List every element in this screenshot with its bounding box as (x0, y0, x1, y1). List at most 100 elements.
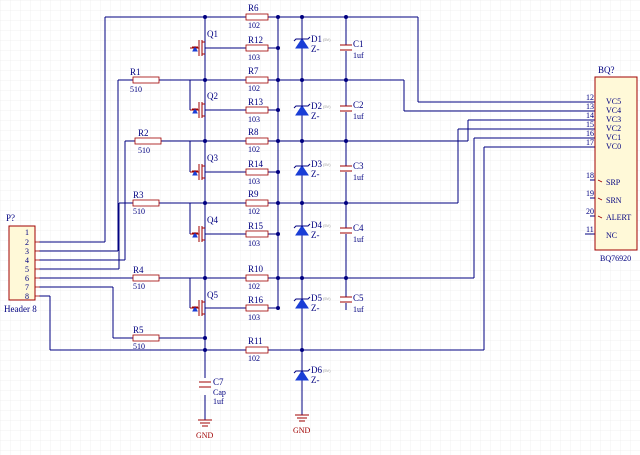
chip-pin-name: VC1 (606, 133, 621, 142)
capacitor-c5: C5 1uf (340, 293, 364, 314)
chip-pin-num: 14 (586, 111, 594, 120)
d5-ref: D5 (311, 293, 322, 303)
chip-pin-num: 18 (586, 171, 594, 180)
capacitor-c7: C7 Cap 1uf (199, 377, 226, 406)
header-pin: 4 (25, 256, 29, 265)
d5-value: Z- (311, 303, 320, 313)
chip-pin-name: VC2 (606, 124, 621, 133)
chip-pin-num: 15 (586, 120, 594, 129)
c4-ref: C4 (353, 223, 364, 233)
chip-pin-name: SRP (606, 178, 621, 187)
d2-ref: D2 (311, 101, 322, 111)
d2-value: Z- (311, 111, 320, 121)
d1-ref: D1 (311, 34, 322, 44)
header-designator: P? (6, 213, 15, 223)
d3-ref: D3 (311, 159, 322, 169)
d4-ref: D4 (311, 220, 322, 230)
chip-pin-name: ALERT (606, 213, 631, 222)
mosfet-q3: Q3 (190, 153, 218, 180)
d4-tag: (5V) (323, 223, 331, 228)
c3-value: 1uf (353, 173, 364, 182)
gnd-label-left: GND (196, 431, 214, 440)
capacitor-c4: C4 1uf (340, 223, 364, 244)
c3-ref: C3 (353, 161, 364, 171)
header-pin: 2 (25, 238, 29, 247)
chip-pin-num: 16 (586, 129, 594, 138)
junctions (203, 15, 348, 352)
r4-value: 510 (133, 282, 145, 291)
zener-diodes: D1 (5V) Z- D2 (5V) Z- D3 (5V) Z- D4 (5V)… (293, 34, 331, 385)
r8-ref: R8 (248, 127, 259, 137)
r14-ref: R14 (248, 159, 264, 169)
d6-ref: D6 (311, 365, 322, 375)
ground-symbol-left: GND (196, 419, 214, 440)
c7-ref: C7 (213, 377, 224, 387)
d3-value: Z- (311, 169, 320, 179)
r13-value: 103 (248, 115, 260, 124)
header-pin: 1 (25, 228, 29, 237)
q2-ref: Q2 (207, 91, 218, 101)
ground-symbol-right: GND (293, 414, 311, 435)
r10-value: 102 (248, 282, 260, 291)
r6-ref: R6 (248, 3, 259, 13)
c7-type: Cap (213, 388, 226, 397)
r8-value: 102 (248, 145, 260, 154)
r1-value: 510 (130, 85, 142, 94)
r9-ref: R9 (248, 189, 259, 199)
r12-value: 103 (248, 53, 260, 62)
r12-ref: R12 (248, 35, 263, 45)
q1-ref: Q1 (207, 29, 218, 39)
gnd-label-right: GND (293, 426, 311, 435)
header-pin: 3 (25, 247, 29, 256)
r6-value: 102 (248, 21, 260, 30)
r15-ref: R15 (248, 221, 264, 231)
r7-ref: R7 (248, 66, 259, 76)
chip-pin-num: 13 (586, 102, 594, 111)
chip-pin-name: SRN (606, 196, 622, 205)
d4-value: Z- (311, 230, 320, 240)
r10-ref: R10 (248, 264, 264, 274)
chip-pin-num: 19 (586, 189, 594, 198)
zener-d2: D2 (5V) Z- (293, 101, 331, 121)
header-pin: 5 (25, 265, 29, 274)
zener-d5: D5 (5V) Z- (293, 293, 331, 313)
r3-value: 510 (133, 207, 145, 216)
capacitor-c1: C1 1uf (340, 39, 364, 60)
chip-pin-num: 20 (586, 207, 594, 216)
d6-tag: (5V) (323, 368, 331, 373)
chip-pin-name: VC3 (606, 115, 621, 124)
chip-pin-num: 12 (586, 93, 594, 102)
r5-value: 510 (133, 342, 145, 351)
bq76920-chip: BQ? 12 VC5 13 VC4 14 VC3 15 VC2 16 VC1 1… (586, 65, 638, 263)
left-resistors: R1 510 R2 510 R3 510 R4 510 R5 510 (130, 67, 162, 351)
q3-ref: Q3 (207, 153, 218, 163)
r11-ref: R11 (248, 336, 263, 346)
c7-value: 1uf (213, 397, 224, 406)
chip-pin-name: VC0 (606, 142, 621, 151)
capacitor-c2: C2 1uf (340, 100, 364, 121)
r3-ref: R3 (133, 190, 144, 200)
header-name: Header 8 (4, 304, 37, 314)
chip-pin-num: 17 (586, 138, 594, 147)
zener-d3: D3 (5V) Z- (293, 159, 331, 179)
chip-designator: BQ? (598, 65, 615, 75)
mosfets: Q1 Q2 Q3 (190, 29, 218, 316)
c2-ref: C2 (353, 100, 364, 110)
chip-part-number: BQ76920 (600, 254, 631, 263)
balance-resistors: R12 103 R13 103 R14 103 R15 103 R16 103 (245, 35, 269, 322)
c2-value: 1uf (353, 112, 364, 121)
zener-d4: D4 (5V) Z- (293, 220, 331, 240)
chip-pin-name: NC (606, 231, 617, 240)
header-pin: 6 (25, 274, 29, 283)
r7-value: 102 (248, 84, 260, 93)
header-connector: P? 1 2 3 4 5 6 7 8 Header 8 (4, 213, 40, 314)
chip-pin-num: 11 (586, 225, 594, 234)
c1-ref: C1 (353, 39, 364, 49)
d1-tag: (5V) (323, 37, 331, 42)
capacitors: C1 1uf C2 1uf C3 1uf C4 1uf (340, 39, 364, 314)
mosfet-q5: Q5 (190, 290, 218, 316)
r16-value: 103 (248, 313, 260, 322)
series-resistors: R6 102 R7 102 R8 102 R9 102 R10 102 R11 … (245, 3, 269, 363)
